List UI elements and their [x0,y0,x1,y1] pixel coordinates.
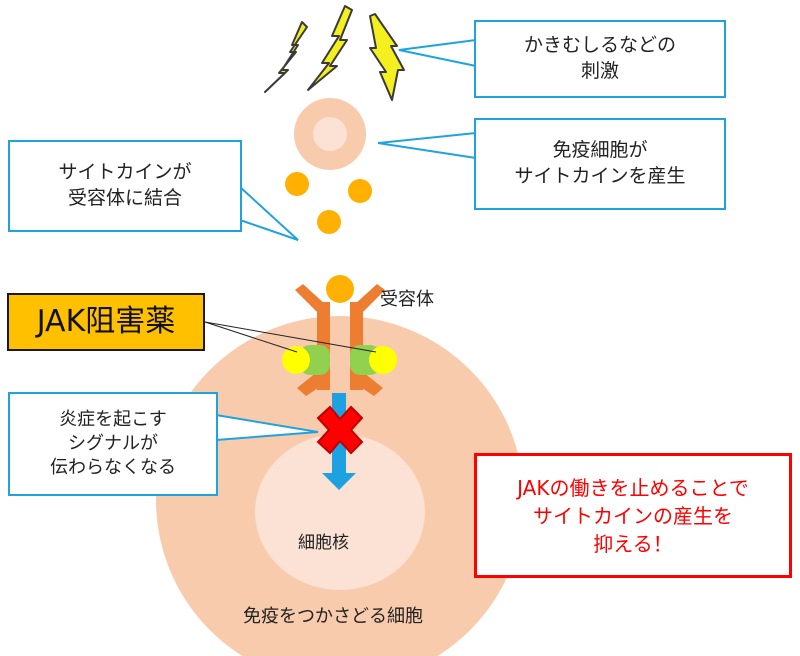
nucleus-label: 細胞核 [298,533,349,553]
callout-stimulus: かきむしるなどの 刺激 [474,20,726,98]
summary-box: JAKの働きを止めることで サイトカインの産生を 抑える！ [474,453,792,578]
callout-text: 伝わらなくなる [50,457,176,479]
callout-signal-blocked: 炎症を起こす シグナルが 伝わらなくなる [8,392,218,496]
callout-tail-signal [215,414,319,441]
signal-arrow-head [322,473,356,490]
summary-text: サイトカインの産生を [533,503,733,528]
jak-inhibitor-text: JAK阻害薬 [36,303,176,339]
callout-immune-cell: 免疫細胞が サイトカインを産生 [474,118,726,210]
receptor-label: 受容体 [380,289,434,310]
callout-text: サイトカインが [58,161,192,184]
cell-label: 免疫をつかさどる細胞 [243,606,423,627]
callout-text: サイトカインを産生 [514,165,686,187]
callout-tail-binding [239,186,299,241]
callout-text: 免疫細胞が [552,139,648,162]
cytokine [285,172,309,196]
pointer-line [204,321,298,353]
jak-inhibitor-right [369,346,397,374]
bound-cytokine [326,275,354,303]
callout-text: かきむしるなどの [523,34,676,57]
lightning-bolt-right [369,13,405,101]
producing-cell-nucleus [313,117,347,151]
callout-text: 炎症を起こす [59,408,167,430]
callout-tail-stimulus [398,39,477,67]
lightning-bolt-middle [307,5,353,91]
pointer-line [204,321,377,353]
callout-text: 受容体に結合 [67,187,182,209]
cytokine [317,210,341,234]
jak-inhibitor-left [282,346,310,374]
callout-tail-immune [377,132,477,159]
callout-text: 刺激 [580,60,619,82]
lightning-icon [264,5,405,101]
block-x-icon [316,405,364,455]
cytokine [348,179,372,203]
callout-text: シグナルが [68,432,158,454]
callout-binding: サイトカインが 受容体に結合 [8,140,242,232]
summary-text: JAKの働きを止めることで [517,475,749,500]
summary-text: 抑える！ [593,531,673,556]
lightning-bolt-left [264,21,308,93]
cell-nucleus [255,434,425,590]
jak-inhibitor-label: JAK阻害薬 [7,293,205,351]
